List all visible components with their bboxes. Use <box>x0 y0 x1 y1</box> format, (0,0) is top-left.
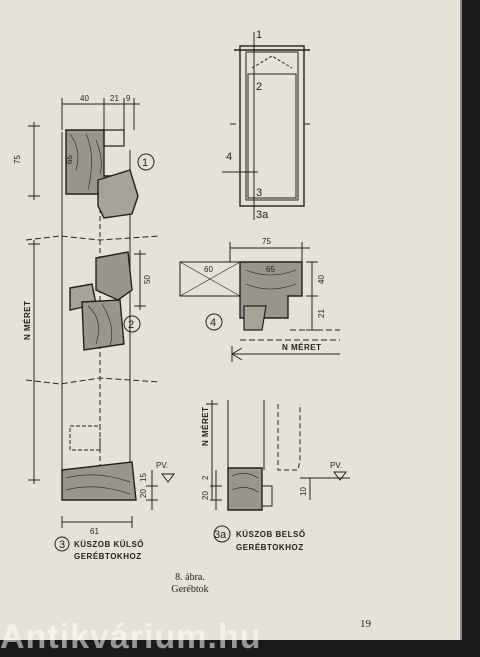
book-page: 40 21 9 75 65 50 61 15 20 75 60 65 40 21… <box>0 0 462 640</box>
detail-3-marker <box>54 536 70 552</box>
dim-21-right: 21 <box>317 309 326 318</box>
n-meret-horizontal: N MÉRET <box>282 343 322 352</box>
caption-kuszob-belso-1: KÜSZOB BELSŐ <box>236 530 306 539</box>
n-meret-threshold: N MÉRET <box>201 407 210 447</box>
gerebtok-technical-drawing: 40 21 9 75 65 50 61 15 20 75 60 65 40 21… <box>13 29 350 561</box>
detail-3a-number: 3a <box>214 529 227 541</box>
dim-15: 15 <box>139 473 148 482</box>
detail-3a-marker <box>213 525 231 543</box>
window-elevation <box>222 32 310 220</box>
figure-title: Gerébtok <box>171 584 209 595</box>
vertical-section-left <box>25 98 175 528</box>
caption-kuszob-kulso-2: GERÉBTOKHOZ <box>74 552 142 561</box>
dim-2: 2 <box>201 475 210 480</box>
dim-75-left: 75 <box>13 155 22 164</box>
detail-1-marker <box>137 153 155 171</box>
figure-caption: 8. ábra. Gerébtok <box>150 572 230 596</box>
detail-4-marker <box>205 313 223 331</box>
elevation-label-3a: 3a <box>256 209 269 221</box>
dim-9: 9 <box>126 94 131 103</box>
pv-right: PV. <box>330 461 342 470</box>
dim-40: 40 <box>80 94 89 103</box>
horizontal-section-4 <box>179 242 340 362</box>
caption-kuszob-belso-2: GERÉBTOKHOZ <box>236 543 304 552</box>
dim-20-right: 20 <box>201 491 210 500</box>
dim-50: 50 <box>143 275 152 284</box>
elevation-label-1: 1 <box>256 29 262 41</box>
threshold-section-3a <box>206 400 350 511</box>
elevation-label-2: 2 <box>256 81 262 93</box>
dim-40-right: 40 <box>317 275 326 284</box>
dim-60: 60 <box>204 265 213 274</box>
elevation-label-3: 3 <box>256 187 262 199</box>
dim-65-left: 65 <box>65 155 74 164</box>
dim-65-right: 65 <box>266 265 275 274</box>
dim-61: 61 <box>90 527 99 536</box>
page-number: 19 <box>360 618 371 630</box>
detail-3-number: 3 <box>59 539 65 551</box>
detail-2-marker <box>123 315 141 333</box>
detail-4-number: 4 <box>210 317 216 329</box>
dim-10: 10 <box>299 487 308 496</box>
n-meret-left: N MÉRET <box>23 301 32 341</box>
detail-1-number: 1 <box>142 157 148 169</box>
pv-left: PV. <box>156 461 168 470</box>
caption-kuszob-kulso-1: KÜSZOB KÜLSŐ <box>74 540 144 549</box>
dim-20-left: 20 <box>139 489 148 498</box>
elevation-label-4: 4 <box>226 151 232 163</box>
dim-75-right: 75 <box>262 237 271 246</box>
dim-21: 21 <box>110 94 119 103</box>
detail-2-number: 2 <box>128 319 134 331</box>
figure-number: 8. ábra. <box>175 572 205 583</box>
watermark: Antikvárium.hu <box>0 618 262 656</box>
